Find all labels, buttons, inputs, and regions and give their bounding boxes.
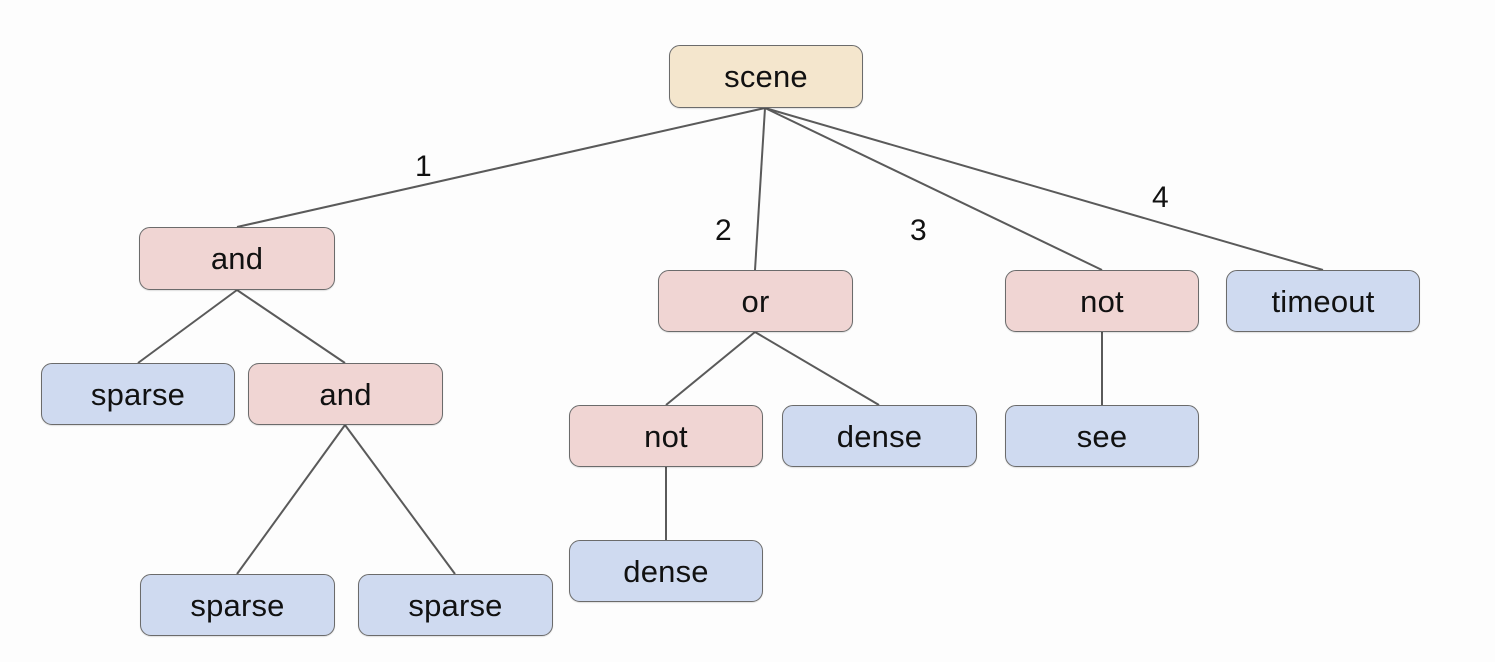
edge-scene-to-timeout1 bbox=[764, 107, 1324, 271]
node-label: timeout bbox=[1271, 283, 1375, 319]
edge-or1-to-dense1 bbox=[754, 331, 880, 406]
node-and1[interactable]: and bbox=[139, 227, 335, 290]
node-sparse3[interactable]: sparse bbox=[358, 574, 553, 636]
node-label: sparse bbox=[190, 587, 285, 623]
node-label: dense bbox=[836, 418, 923, 454]
edge-and2-to-sparse2 bbox=[236, 424, 346, 575]
edge-and1-to-and2 bbox=[236, 289, 346, 364]
node-label: dense bbox=[623, 553, 709, 589]
edge-scene-to-or1 bbox=[754, 107, 766, 271]
edge-and2-to-sparse3 bbox=[344, 424, 456, 575]
edge-label-1: 1 bbox=[415, 150, 432, 183]
node-label: or bbox=[741, 283, 770, 319]
node-not1[interactable]: not bbox=[569, 405, 763, 467]
edge-and1-to-sparse1 bbox=[137, 289, 238, 364]
node-label: not bbox=[1080, 283, 1124, 319]
node-timeout1[interactable]: timeout bbox=[1226, 270, 1420, 332]
node-label: not bbox=[644, 418, 688, 454]
node-label: sparse bbox=[90, 376, 186, 412]
edge-label-3: 3 bbox=[910, 214, 927, 247]
node-not2[interactable]: not bbox=[1005, 270, 1199, 332]
node-sparse2[interactable]: sparse bbox=[140, 574, 335, 636]
edge-label-4: 4 bbox=[1152, 181, 1169, 214]
node-label: see bbox=[1076, 418, 1128, 454]
node-sparse1[interactable]: sparse bbox=[41, 363, 235, 425]
node-dense1[interactable]: dense bbox=[782, 405, 977, 467]
edge-scene-to-not2 bbox=[764, 107, 1103, 271]
node-see1[interactable]: see bbox=[1005, 405, 1199, 467]
edge-label-2: 2 bbox=[715, 214, 732, 247]
node-label: scene bbox=[724, 59, 808, 94]
node-dense2[interactable]: dense bbox=[569, 540, 763, 602]
node-label: and bbox=[319, 376, 372, 412]
node-label: sparse bbox=[408, 587, 503, 623]
edge-scene-to-and1 bbox=[236, 107, 766, 228]
node-and2[interactable]: and bbox=[248, 363, 443, 425]
node-or1[interactable]: or bbox=[658, 270, 853, 332]
node-scene[interactable]: scene bbox=[669, 45, 863, 108]
node-label: and bbox=[210, 241, 264, 276]
edge-or1-to-not1 bbox=[665, 331, 756, 406]
